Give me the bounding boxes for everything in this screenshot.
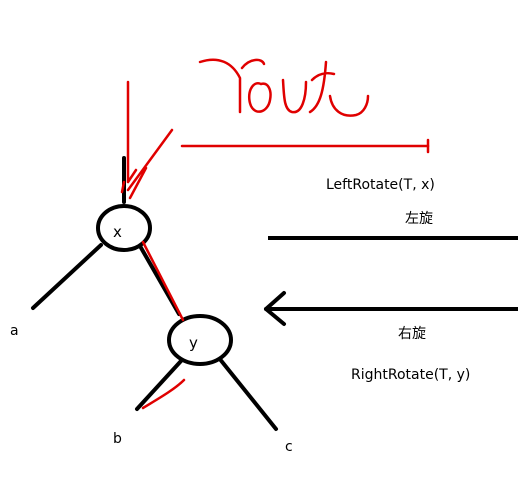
annotation-edge-x-y <box>141 240 185 322</box>
node-x-label: x <box>113 223 122 241</box>
leaf-c-label: c <box>285 439 293 455</box>
handwritten-root-word <box>198 58 370 117</box>
right-rotate-cn: 右旋 <box>398 326 426 342</box>
handwritten-annotations <box>120 58 430 410</box>
root-pointer-arrow <box>120 80 174 200</box>
leaf-b-label: b <box>113 431 122 447</box>
edge-x-a <box>31 243 103 310</box>
node-y <box>167 314 233 366</box>
node-x <box>96 204 152 252</box>
left-rotate-cn: 左旋 <box>405 211 433 227</box>
operations: LeftRotate(T, x) 左旋 右旋 RightRotate(T, y) <box>264 177 518 383</box>
right-rotate-arrow <box>264 291 518 326</box>
edge-y-c <box>217 356 278 431</box>
right-rotate-name: RightRotate(T, y) <box>351 367 470 383</box>
tree <box>31 156 278 431</box>
left-rotate-name: LeftRotate(T, x) <box>326 177 435 193</box>
node-y-label: y <box>189 334 198 352</box>
annotation-edge-y-b <box>141 378 186 410</box>
edge-y-b <box>135 359 183 411</box>
leaf-a-label: a <box>10 323 19 339</box>
edge-x-y <box>138 244 181 316</box>
